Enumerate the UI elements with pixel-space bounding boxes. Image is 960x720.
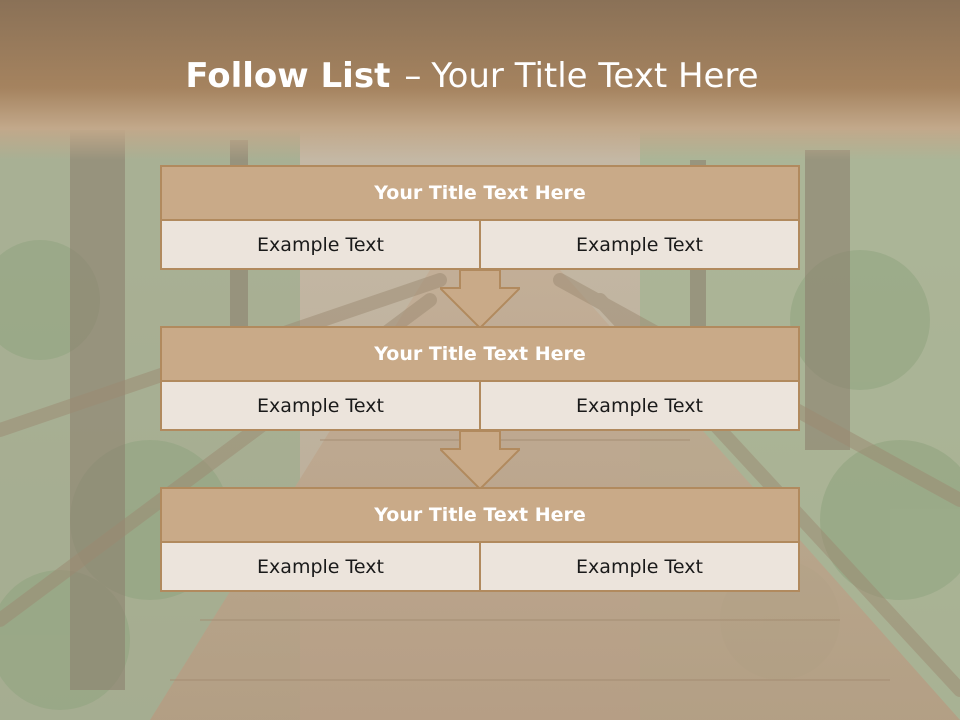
block-cell-left: Example Text [160,543,481,592]
header-band [0,0,960,160]
block-cell-left: Example Text [160,221,481,270]
block-title: Your Title Text Here [160,326,800,382]
list-block-1: Your Title Text Here Example Text Exampl… [160,165,800,270]
block-cell-right: Example Text [481,221,800,270]
slide-title-rest: Your Title Text Here [431,56,759,96]
slide-title: Follow List–Your Title Text Here [0,52,944,100]
block-title: Your Title Text Here [160,487,800,543]
down-arrow-icon [440,270,520,330]
down-arrow-icon [440,431,520,491]
block-cell-right: Example Text [481,543,800,592]
slide-title-bold: Follow List [185,56,391,96]
block-row: Example Text Example Text [160,382,800,431]
block-row: Example Text Example Text [160,543,800,592]
block-row: Example Text Example Text [160,221,800,270]
list-block-2: Your Title Text Here Example Text Exampl… [160,326,800,431]
block-cell-left: Example Text [160,382,481,431]
block-title: Your Title Text Here [160,165,800,221]
block-cell-right: Example Text [481,382,800,431]
slide-title-separator: – [404,56,422,96]
list-block-3: Your Title Text Here Example Text Exampl… [160,487,800,592]
